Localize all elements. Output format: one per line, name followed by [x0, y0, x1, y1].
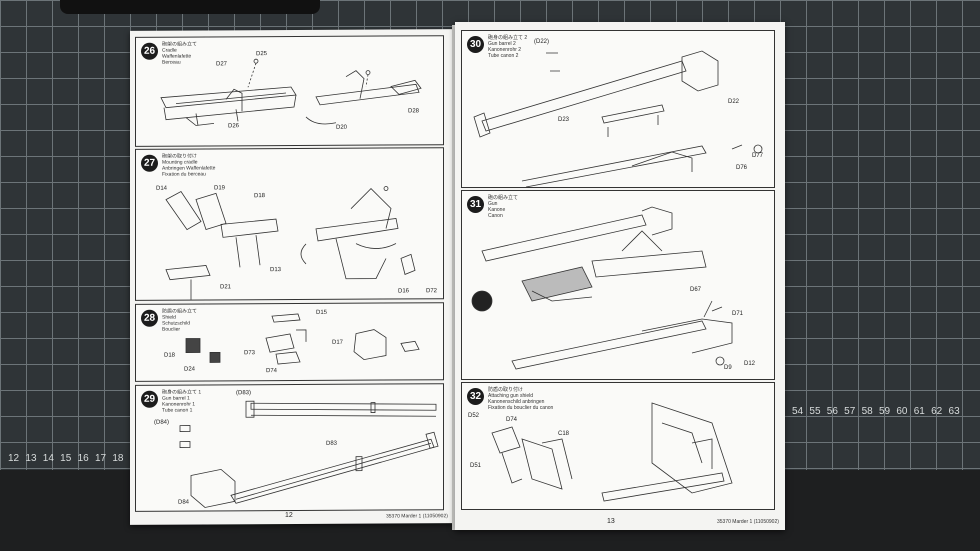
part-label: D22 [728, 99, 740, 105]
page-footer: 35370 Marder 1 (11050902) [717, 519, 779, 525]
part-label: D77 [752, 153, 764, 159]
part-label: D20 [336, 124, 348, 131]
part-label: D15 [316, 309, 328, 316]
part-label: D84 [178, 499, 190, 506]
part-label: D51 [470, 463, 482, 469]
part-label: D9 [724, 365, 732, 371]
part-label: D76 [736, 165, 748, 171]
part-label: D21 [220, 284, 232, 291]
part-label: D14 [156, 185, 168, 192]
part-label: D12 [744, 361, 756, 367]
step-number: 31 [467, 196, 484, 213]
page-number: 13 [607, 518, 615, 525]
part-label: (D84) [154, 419, 170, 426]
part-label: D25 [256, 51, 268, 58]
part-label: D74 [266, 368, 278, 375]
page-footer: 35370 Marder 1 (11050902) [386, 513, 448, 520]
dark-object-top [60, 0, 320, 14]
part-label: D83 [326, 440, 338, 447]
part-label: D52 [468, 413, 480, 419]
cradle-mount-drawing [165, 186, 416, 300]
part-label: D71 [732, 311, 744, 317]
page-number: 12 [285, 511, 293, 520]
part-label: D28 [408, 108, 420, 115]
part-label: D18 [254, 193, 266, 200]
barrel-assembly-drawing [473, 50, 763, 187]
part-label: D26 [228, 123, 240, 130]
gun-assembly-drawing [471, 206, 733, 370]
part-label: D16 [398, 288, 410, 295]
step-number: 32 [467, 388, 484, 405]
step-number: 30 [467, 36, 484, 53]
part-label: D19 [214, 185, 226, 192]
part-label: D18 [164, 352, 176, 359]
part-label: D23 [558, 117, 570, 123]
part-label: D27 [216, 61, 228, 68]
barrel-drawing [179, 400, 439, 508]
part-label: D17 [332, 339, 344, 346]
part-label: D73 [244, 350, 256, 357]
part-label: (D22) [534, 39, 550, 45]
part-label: D13 [270, 267, 282, 274]
part-label: (D83) [236, 390, 252, 397]
gun-shield-drawing [491, 402, 733, 502]
part-label: D67 [690, 287, 702, 293]
cradle-drawing [160, 58, 422, 126]
part-label: C18 [558, 431, 570, 437]
part-label: D24 [184, 366, 196, 373]
part-label: D74 [506, 417, 518, 423]
part-label: D72 [426, 288, 438, 295]
shield-drawing [185, 313, 420, 365]
